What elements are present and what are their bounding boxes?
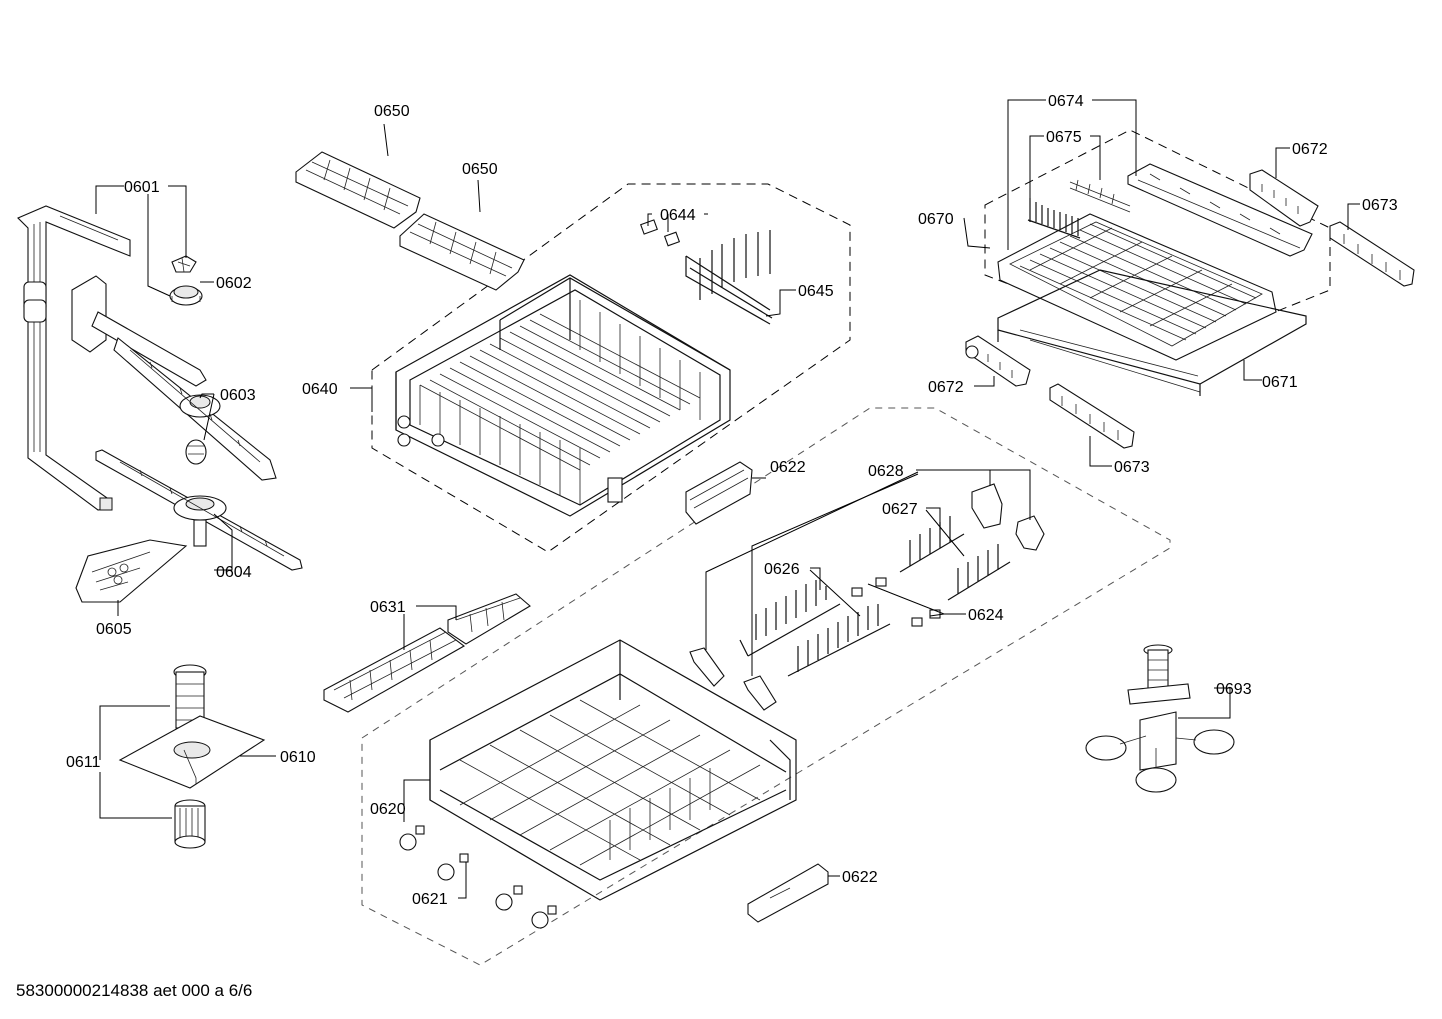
lower-spray-arm-drawing <box>95 449 303 571</box>
label-0620: 0620 <box>370 801 406 818</box>
upper-basket-group-outline <box>371 183 851 553</box>
label-0674: 0674 <box>1048 93 1084 110</box>
label-0644: 0644 <box>660 207 696 224</box>
label-0693: 0693 <box>1216 681 1252 698</box>
label-0602: 0602 <box>216 275 252 292</box>
label-0628: 0628 <box>868 463 904 480</box>
label-0673-bottom: 0673 <box>1114 459 1150 476</box>
label-0601: 0601 <box>124 179 160 196</box>
part-number-labels: 0601 0602 0603 0604 0605 0610 0611 0650 … <box>66 93 1398 908</box>
upper-clips-drawing <box>640 219 773 325</box>
label-0604: 0604 <box>216 564 252 581</box>
lower-basket-drawing <box>429 639 797 901</box>
rotating-spray-head-drawing <box>1085 644 1235 793</box>
shelf-inserts-drawing <box>295 151 525 291</box>
label-0670: 0670 <box>918 211 954 228</box>
label-0627: 0627 <box>882 501 918 518</box>
filter-cover-drawing <box>75 539 188 603</box>
label-0611: 0611 <box>66 754 101 771</box>
label-0645: 0645 <box>798 283 834 300</box>
document-id-footer: 58300000214838 aet 000 a 6/6 <box>16 981 253 1000</box>
label-0621: 0621 <box>412 891 448 908</box>
label-0603: 0603 <box>220 387 256 404</box>
label-0640: 0640 <box>302 381 338 398</box>
label-0624: 0624 <box>968 607 1004 624</box>
filter-assembly-drawing <box>118 664 266 849</box>
lower-basket-group-outline <box>361 407 1171 966</box>
lower-basket-inserts-drawing <box>323 593 531 713</box>
label-0650-top: 0650 <box>374 103 410 120</box>
label-0672-bottom: 0672 <box>928 379 964 396</box>
label-0673-top: 0673 <box>1362 197 1398 214</box>
label-0631: 0631 <box>370 599 406 616</box>
label-0626: 0626 <box>764 561 800 578</box>
leader-lines <box>95 99 1360 899</box>
label-0671: 0671 <box>1262 374 1298 391</box>
label-0605: 0605 <box>96 621 132 638</box>
lower-racks-drawing <box>689 483 1045 711</box>
label-0675: 0675 <box>1046 129 1082 146</box>
lower-handle-drawing <box>747 863 829 923</box>
spray-arm-clip-drawing <box>169 255 203 306</box>
label-0610: 0610 <box>280 749 316 766</box>
basket-wheels-drawing <box>399 825 557 929</box>
cutlery-tray-drawing <box>997 163 1313 396</box>
upper-handle-drawing <box>685 461 753 525</box>
label-0622-top: 0622 <box>770 459 806 476</box>
label-0622-bottom: 0622 <box>842 869 878 886</box>
upper-basket-drawing <box>395 274 731 517</box>
supply-pipe-drawing <box>17 205 131 511</box>
label-0650-bottom: 0650 <box>462 161 498 178</box>
cutlery-clips-drawing <box>965 169 1415 449</box>
upper-spray-arm-drawing <box>71 275 277 481</box>
label-0672-top: 0672 <box>1292 141 1328 158</box>
cutlery-tray-group-outline <box>984 129 1331 351</box>
